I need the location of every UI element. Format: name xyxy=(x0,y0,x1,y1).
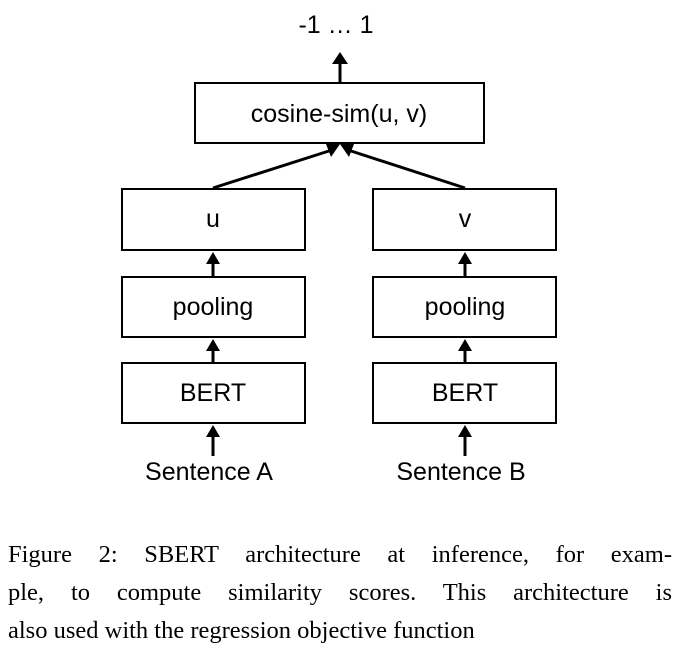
figure-caption: Figure 2: SBERT architecture at inferenc… xyxy=(8,536,672,650)
arrow-bert-to-pooling-left xyxy=(206,339,220,363)
bert-label-right: BERT xyxy=(432,379,498,407)
arrow-v-to-cosine xyxy=(340,144,466,190)
u-label: u xyxy=(206,205,220,233)
arrow-sentence-to-bert-right xyxy=(458,425,472,456)
pooling-box-right: pooling xyxy=(372,276,557,338)
sbert-architecture-diagram: -1 … 1 cosine-sim(u, v) u pooling xyxy=(121,11,557,486)
u-box: u xyxy=(121,188,306,251)
caption-line-3: also used with the regression objective … xyxy=(8,617,475,644)
arrow-to-output xyxy=(332,52,348,82)
caption-line-2: ple, to compute similarity scores. This … xyxy=(8,579,672,606)
output-range-label: -1 … 1 xyxy=(298,11,373,39)
bert-label-left: BERT xyxy=(180,379,246,407)
v-box: v xyxy=(372,188,557,251)
left-branch: u pooling BERT Sentence A xyxy=(121,188,306,486)
cosine-sim-label: cosine-sim(u, v) xyxy=(251,100,427,128)
pooling-label-right: pooling xyxy=(425,293,506,321)
pooling-label-left: pooling xyxy=(173,293,254,321)
sentence-b-label: Sentence B xyxy=(396,458,525,486)
pooling-box-left: pooling xyxy=(121,276,306,338)
arrow-pooling-to-u-left xyxy=(206,252,220,277)
bert-box-left: BERT xyxy=(121,362,306,424)
arrow-u-to-cosine xyxy=(212,144,340,190)
arrow-pooling-to-v-right xyxy=(458,252,472,277)
arrow-bert-to-pooling-right xyxy=(458,339,472,363)
cosine-sim-box: cosine-sim(u, v) xyxy=(194,82,485,144)
v-label: v xyxy=(459,205,472,233)
caption-line-1: Figure 2: SBERT architecture at inferenc… xyxy=(8,541,672,568)
arrow-sentence-to-bert-left xyxy=(206,425,220,456)
sentence-a-label: Sentence A xyxy=(145,458,273,486)
bert-box-right: BERT xyxy=(372,362,557,424)
right-branch: v pooling BERT Sentence B xyxy=(372,188,557,486)
